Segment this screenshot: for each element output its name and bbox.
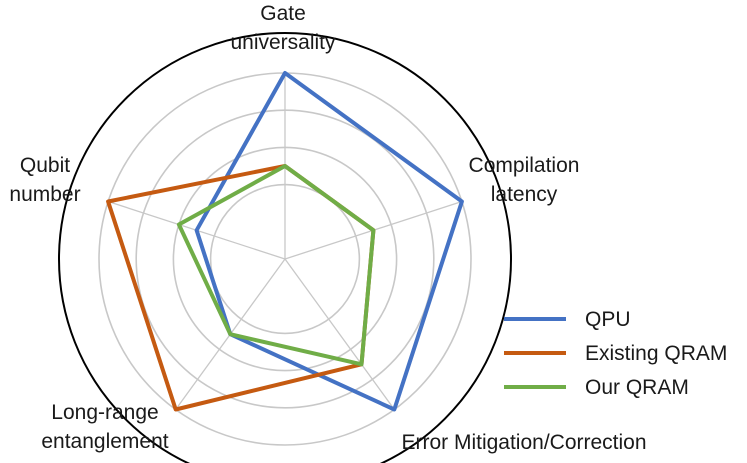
series-layer — [106, 71, 464, 412]
axis-label-line: Error Mitigation/Correction — [401, 431, 646, 454]
axis-label: Qubit number — [9, 154, 80, 206]
axis-label-line: latency — [491, 183, 558, 206]
axis-label: Compilation latency — [469, 154, 580, 206]
legend: QPU Existing QRAM Our QRAM — [504, 308, 727, 399]
axis-label-line: number — [9, 183, 80, 206]
axis-label: Long-range entanglement — [41, 401, 168, 453]
legend-entry-label: Existing QRAM — [585, 342, 727, 365]
outer-frame-circle — [58, 32, 512, 463]
axis-label-line: Qubit — [20, 154, 70, 177]
axis-label-line: Compilation — [469, 154, 580, 177]
series-line-qpu — [194, 71, 464, 412]
axis-label: Error Mitigation/Correction — [401, 431, 646, 454]
axis-label-line: Long-range — [51, 401, 158, 424]
axis-spoke — [284, 258, 395, 410]
axis-label-line: Gate — [260, 2, 306, 25]
axis-label: Gate universality — [230, 2, 336, 54]
axis-label-line: entanglement — [41, 430, 168, 453]
series-line-our-qram — [176, 164, 376, 367]
grid — [58, 32, 512, 463]
axis-label-line: universality — [230, 31, 336, 54]
legend-entry-label: QPU — [585, 308, 631, 331]
legend-entry-label: Our QRAM — [585, 376, 689, 399]
